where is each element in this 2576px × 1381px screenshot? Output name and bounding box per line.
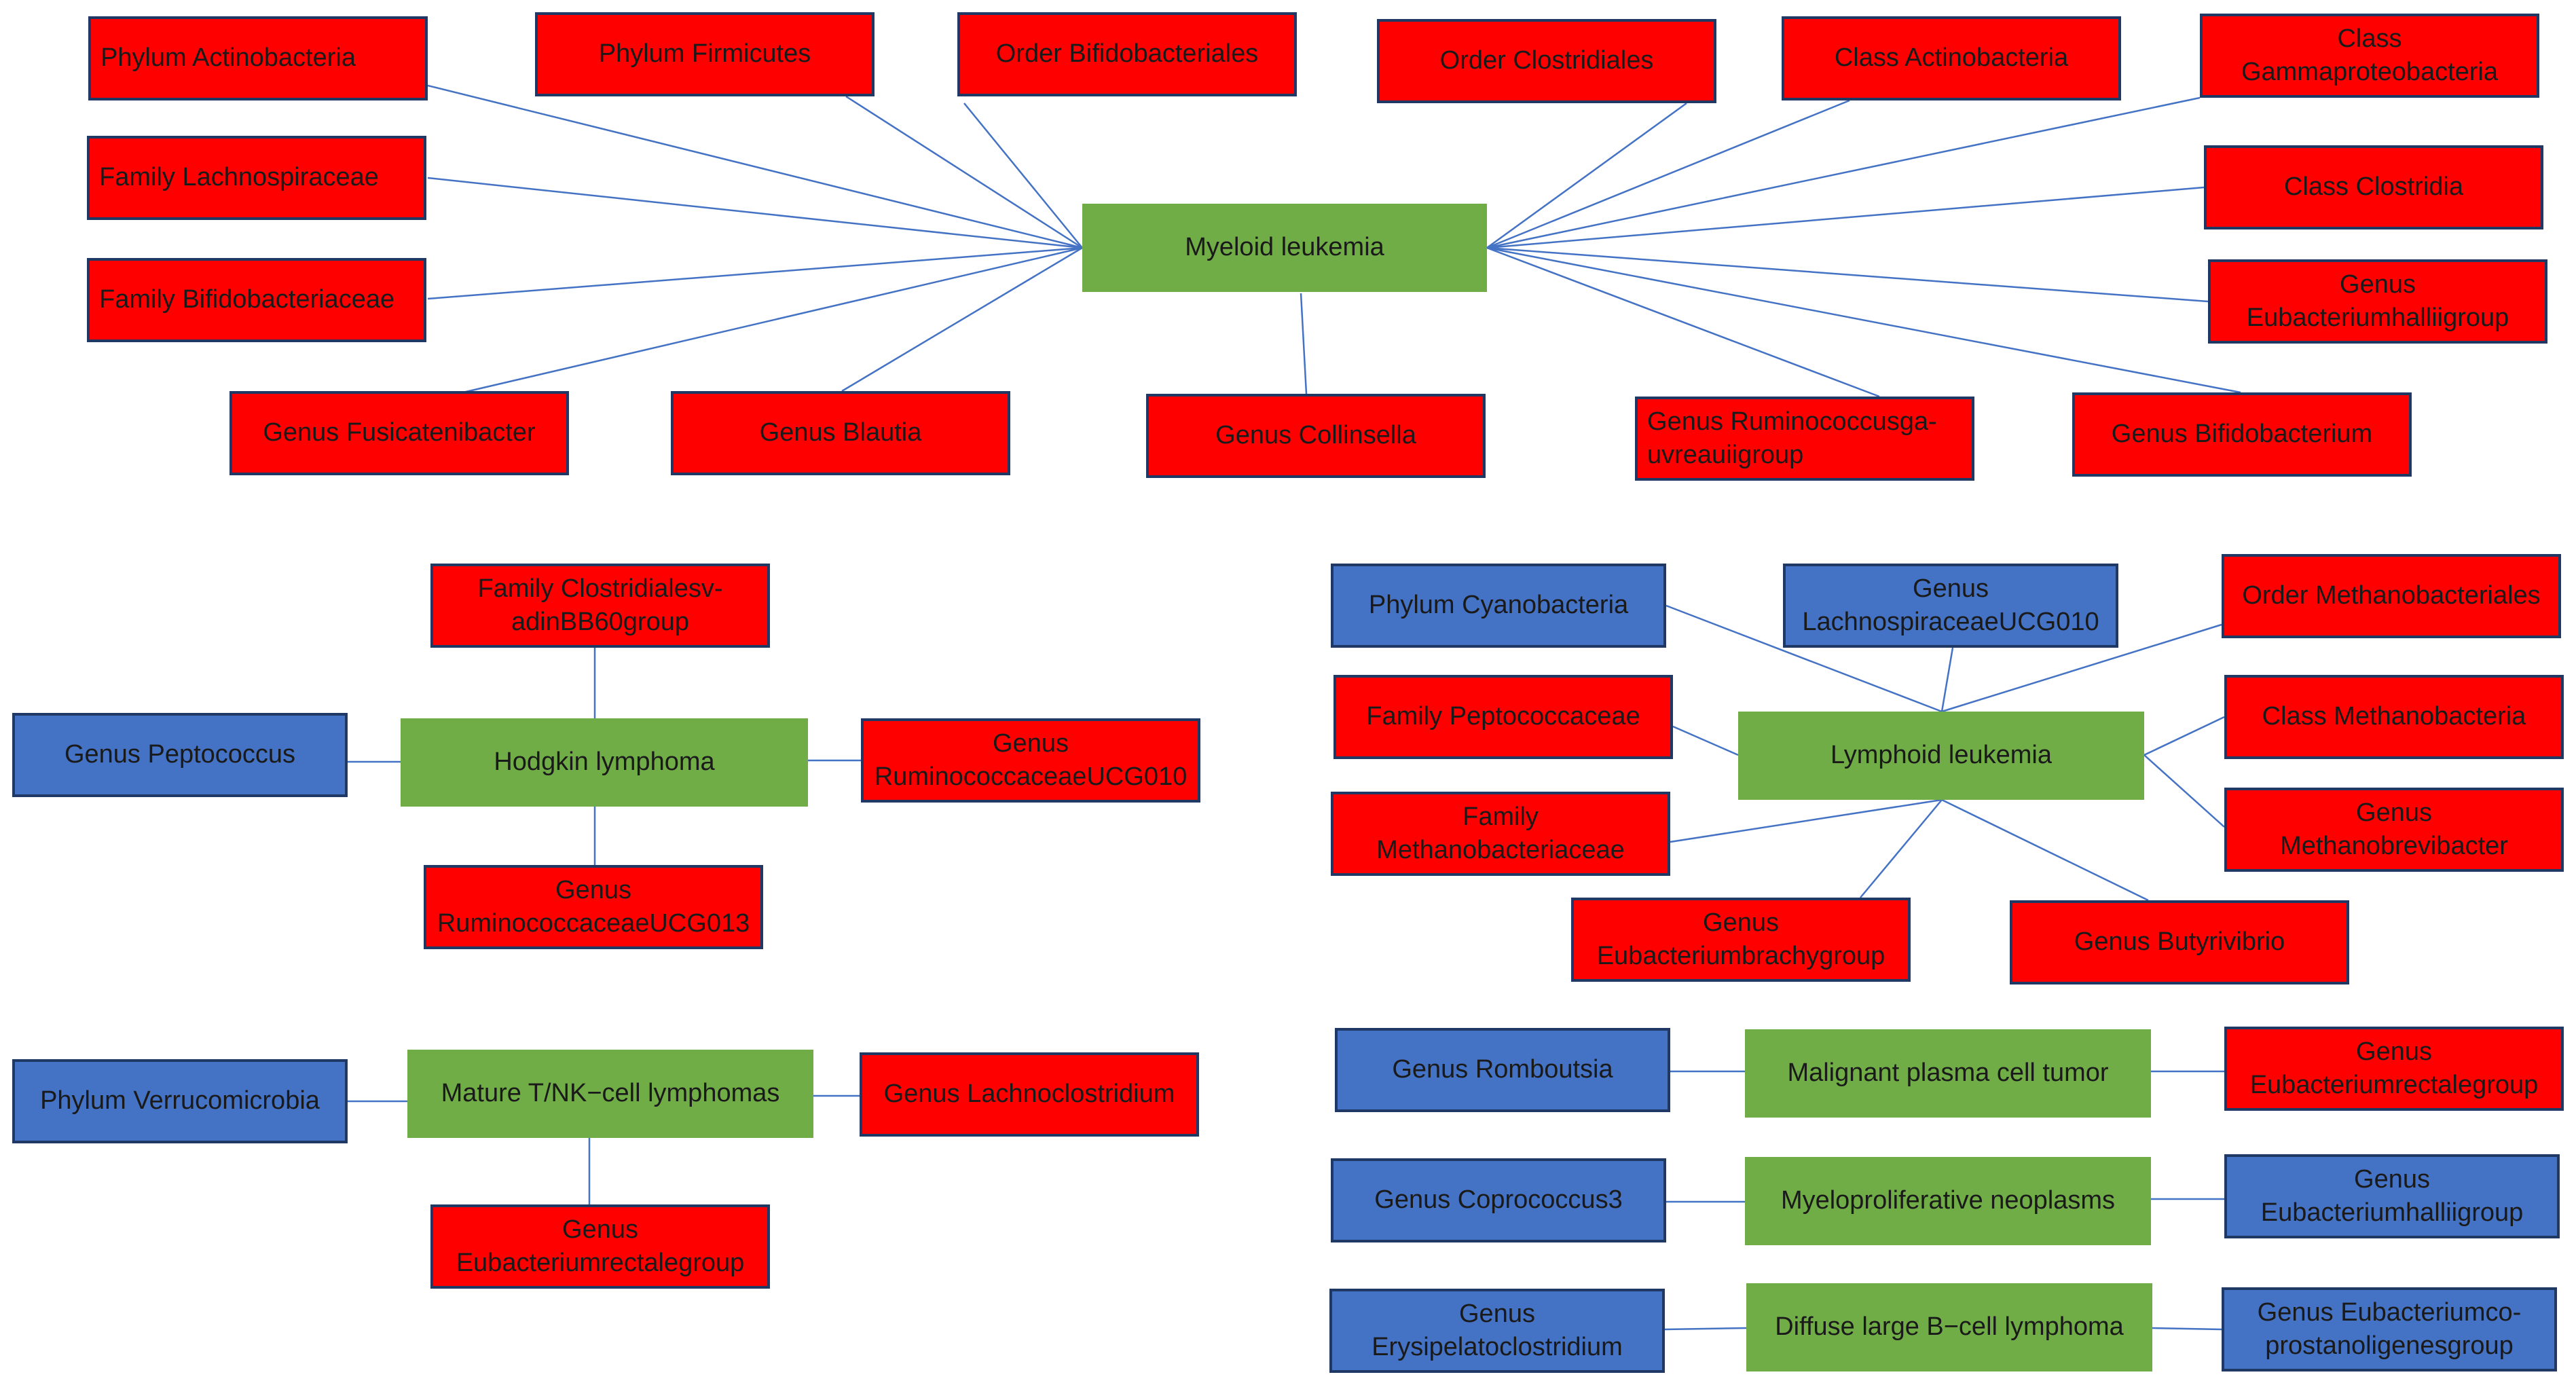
node-class-clostridia: Class Clostridia (2204, 145, 2543, 229)
node-phylum-firmicutes: Phylum Firmicutes (535, 12, 875, 96)
connector-line (1486, 246, 2241, 394)
node-family-peptococcaceae: Family Peptococcaceae (1333, 675, 1673, 759)
node-genus-blautia: Genus Blautia (671, 391, 1010, 475)
node-genus-ruminococcaceaeucg010: Genus RuminococcaceaeUCG010 (861, 718, 1200, 803)
node-order-methanobacteriales: Order Methanobacteriales (2222, 554, 2561, 638)
node-genus-bifidobacterium: Genus Bifidobacterium (2072, 392, 2412, 477)
node-genus-lachnoclostridium: Genus Lachnoclostridium (860, 1052, 1199, 1137)
node-phylum-verrucomicrobia: Phylum Verrucomicrobia (12, 1059, 348, 1143)
node-class-methanobacteria: Class Methanobacteria (2224, 675, 2564, 759)
connector-line (963, 103, 1083, 248)
node-genus-coprococcus3: Genus Coprococcus3 (1331, 1158, 1666, 1242)
node-genus-butyrivibrio: Genus Butyrivibrio (2010, 900, 2349, 984)
node-order-clostridiales: Order Clostridiales (1377, 19, 1716, 103)
connector-line (1486, 102, 1687, 249)
connector-line (1941, 623, 2222, 713)
node-genus-erysipelatoclostridium: Genus Erysipelatoclostridium (1329, 1289, 1665, 1373)
connector-line (1486, 246, 1880, 398)
center-lymphoid-leukemia: Lymphoid leukemia (1738, 712, 2144, 800)
node-genus-lachnospiraceaeucg010: Genus LachnospiraceaeUCG010 (1783, 564, 2118, 648)
connector-line (427, 84, 1083, 249)
center-hodgkin-lymphoma: Hodgkin lymphoma (401, 718, 808, 807)
node-genus-methanobrevibacter: Genus Methanobrevibacter (2224, 788, 2564, 872)
connector-line (841, 246, 1083, 392)
center-malignant-plasma-cell-tumor: Malignant plasma cell tumor (1745, 1029, 2151, 1118)
node-genus-peptococcus: Genus Peptococcus (12, 713, 348, 797)
node-family-clostridialesvadinbb60group: Family Clostridialesv- adinBB60group (430, 564, 770, 648)
node-genus-collinsella: Genus Collinsella (1146, 394, 1486, 478)
connector-line (1486, 246, 2209, 303)
connector-line (1860, 799, 1943, 898)
node-family-lachnospiraceae: Family Lachnospiraceae (87, 136, 426, 220)
node-family-bifidobacteriaceae: Family Bifidobacteriaceae (87, 258, 426, 342)
connector-line (1300, 293, 1308, 394)
connector-line (1672, 725, 1739, 756)
connector-line (2143, 754, 2225, 828)
connector-line (1940, 647, 1954, 712)
center-diffuse-large-b-cell-lymphoma: Diffuse large B−cell lymphoma (1746, 1283, 2152, 1371)
connector-line (1486, 99, 1850, 249)
connector-line (2143, 716, 2225, 756)
node-genus-eubacteriumbrachygroup: Genus Eubacteriumbrachygroup (1571, 898, 1911, 982)
center-mature-tnk-cell-lymphomas: Mature T/NK−cell lymphomas (407, 1050, 813, 1138)
connector-line (1664, 1327, 1747, 1331)
node-family-methanobacteriaceae: Family Methanobacteriaceae (1331, 792, 1670, 876)
node-genus-eubacteriumrectalegroup-tnk: Genus Eubacteriumrectalegroup (430, 1204, 770, 1289)
connector-line (427, 246, 1083, 300)
connector-line (2152, 1327, 2222, 1331)
connector-line (1670, 798, 1943, 843)
node-class-actinobacteria: Class Actinobacteria (1782, 16, 2121, 100)
connector-line (1666, 604, 1943, 713)
connector-line (845, 95, 1083, 249)
node-class-gammaproteobacteria: Class Gammaproteobacteria (2200, 14, 2539, 98)
connector-line (1486, 186, 2205, 249)
node-genus-eubacteriumhalliigroup-mpn: Genus Eubacteriumhalliigroup (2224, 1154, 2560, 1238)
center-myeloproliferative-neoplasms: Myeloproliferative neoplasms (1745, 1157, 2151, 1245)
connector-line (462, 246, 1083, 394)
node-phylum-cyanobacteria: Phylum Cyanobacteria (1331, 564, 1666, 648)
node-genus-ruminococcaceaeucg013: Genus RuminococcaceaeUCG013 (424, 865, 763, 949)
connector-line (1941, 798, 2149, 902)
center-myeloid-leukemia: Myeloid leukemia (1082, 204, 1487, 292)
connector-line (427, 177, 1083, 249)
connector-line (1486, 96, 2201, 249)
node-genus-eubacteriumhalliigroup-myeloid: Genus Eubacteriumhalliigroup (2208, 259, 2547, 344)
node-genus-eubacteriumrectalegroup-plasma: Genus Eubacteriumrectalegroup (2224, 1027, 2564, 1111)
node-phylum-actinobacteria: Phylum Actinobacteria (88, 16, 428, 100)
node-genus-fusicatenibacter: Genus Fusicatenibacter (229, 391, 569, 475)
node-genus-ruminococcusgauvreauiigroup: Genus Ruminococcusga- uvreauiigroup (1635, 397, 1974, 481)
node-genus-eubacteriumcoprostanoligenesgroup: Genus Eubacteriumco- prostanoligenesgrou… (2222, 1287, 2557, 1371)
node-genus-romboutsia: Genus Romboutsia (1335, 1028, 1670, 1112)
node-order-bifidobacteriales: Order Bifidobacteriales (957, 12, 1297, 96)
